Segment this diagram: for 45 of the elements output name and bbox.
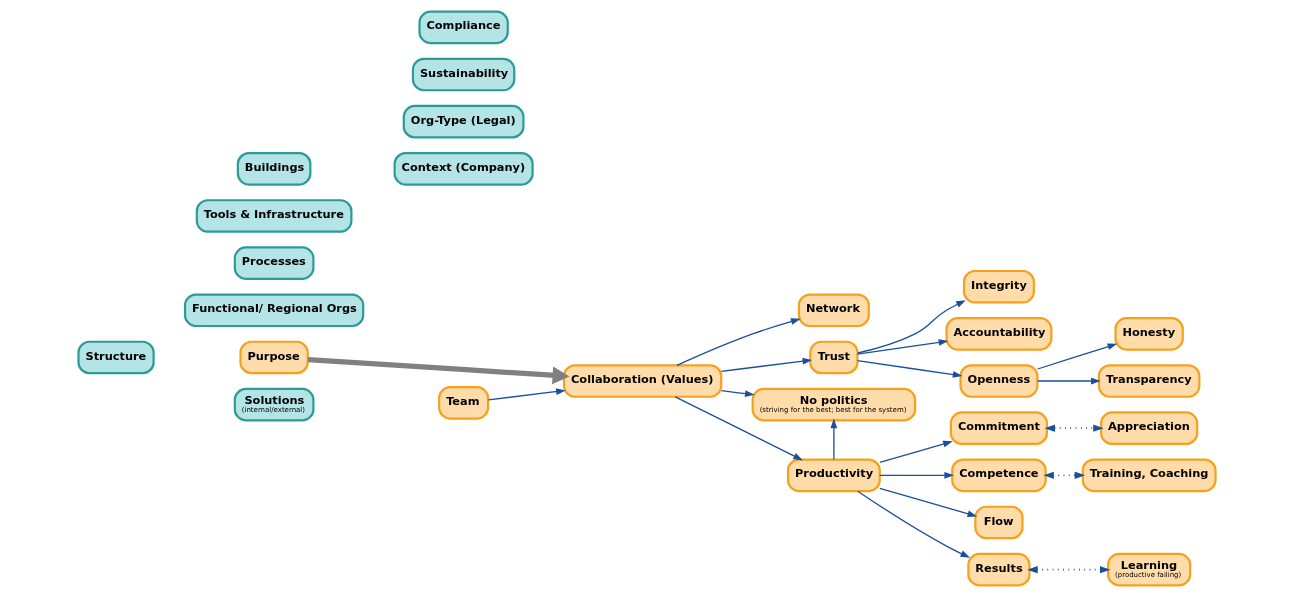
- node-box: Org-Type (Legal): [402, 104, 525, 139]
- arrow: [879, 471, 954, 479]
- node-box: Training, Coaching: [1081, 458, 1217, 493]
- node-box: Team: [438, 386, 490, 420]
- arrow: [1027, 565, 1111, 574]
- node-box: Trust: [809, 340, 859, 375]
- arrow: [879, 440, 953, 463]
- arrow: [676, 318, 801, 366]
- node-box: Tools & Infrastructure: [195, 199, 353, 233]
- arrow: [857, 300, 966, 354]
- node-box: Competence: [951, 458, 1047, 493]
- arrow: [487, 388, 566, 401]
- arrow: [856, 339, 949, 355]
- arrow: [856, 360, 963, 378]
- node-box: Context (Company): [393, 152, 534, 186]
- arrow: [1037, 377, 1101, 385]
- node-box: Sustainability: [411, 57, 516, 92]
- node-box: Structure: [77, 340, 155, 375]
- arrow: [1044, 424, 1104, 432]
- node-box: Compliance: [418, 10, 509, 45]
- node-box: Appreciation: [1100, 411, 1199, 445]
- arrow: [1037, 343, 1118, 370]
- node-box: Honesty: [1114, 317, 1184, 351]
- node-box: Integrity: [962, 269, 1035, 304]
- node-box: Functional/ Regional Orgs: [183, 293, 365, 328]
- arrow: [830, 418, 838, 461]
- node-box: Network: [797, 293, 870, 328]
- arrow: [720, 390, 755, 397]
- arrow: [857, 490, 971, 558]
- node-box: Buildings: [236, 152, 312, 186]
- node-box: Accountability: [945, 317, 1053, 351]
- node-box: Purpose: [239, 340, 309, 375]
- node-box: Transparency: [1097, 364, 1201, 398]
- node-box: Processes: [233, 246, 315, 280]
- arrow: [674, 396, 803, 461]
- arrow: [720, 357, 813, 372]
- arrow: [879, 487, 978, 517]
- node-box: Flow: [974, 505, 1024, 540]
- arrow: [1043, 471, 1086, 479]
- node-box: Productivity: [786, 458, 881, 493]
- node-box: Commitment: [949, 411, 1049, 445]
- node-box: Collaboration (Values): [562, 364, 723, 398]
- node-box: Results: [967, 552, 1031, 587]
- arrow: [307, 356, 570, 385]
- node-box: Openness: [959, 364, 1039, 398]
